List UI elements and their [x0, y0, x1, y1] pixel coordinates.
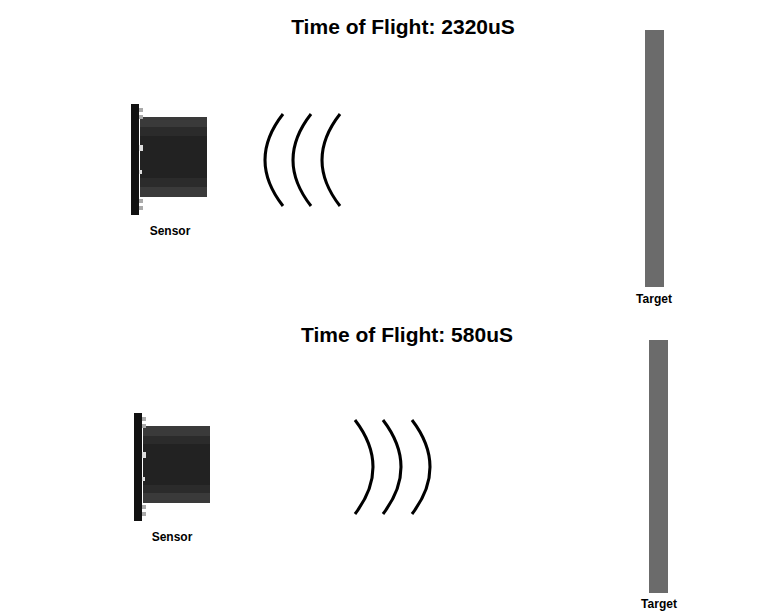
sound-waves — [265, 114, 340, 206]
target-wall — [645, 30, 664, 287]
ultrasonic-sensor — [131, 104, 207, 215]
part-label: Target — [636, 293, 672, 307]
part-label: Sensor — [150, 225, 191, 239]
part-label: Sensor — [152, 531, 193, 545]
heading: Time of Flight: 580uS — [301, 323, 513, 347]
sound-waves — [355, 420, 430, 514]
part-label: Target — [641, 598, 677, 612]
heading: Time of Flight: 2320uS — [291, 15, 515, 39]
ultrasonic-sensor — [134, 413, 210, 521]
target-wall — [649, 340, 668, 593]
